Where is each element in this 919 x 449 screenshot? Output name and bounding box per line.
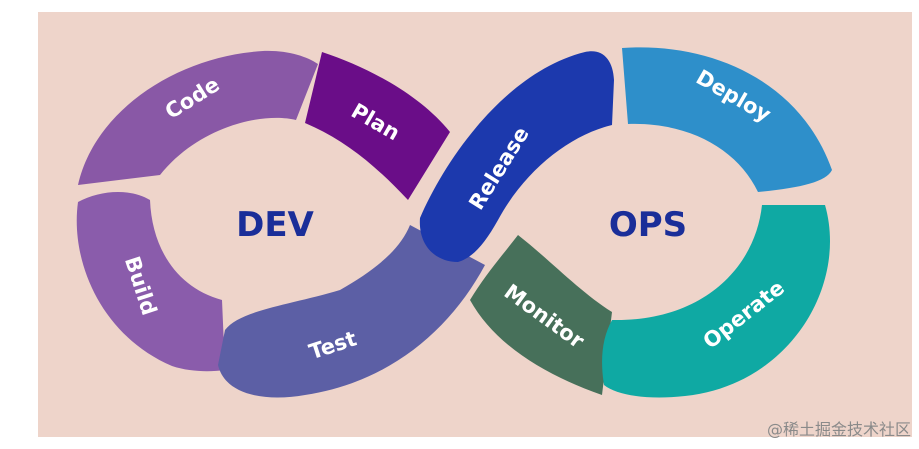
segment-test [218,225,485,398]
segment-operate [602,205,831,398]
dev-title: DEV [236,205,314,245]
segment-deploy [622,47,832,192]
segment-plan [305,52,450,200]
watermark: @稀土掘金技术社区 [766,420,911,439]
segment-code [78,50,318,185]
ops-title: OPS [609,205,687,245]
segment-release [419,51,614,262]
segment-build [76,191,225,372]
segment-monitor [470,235,612,395]
